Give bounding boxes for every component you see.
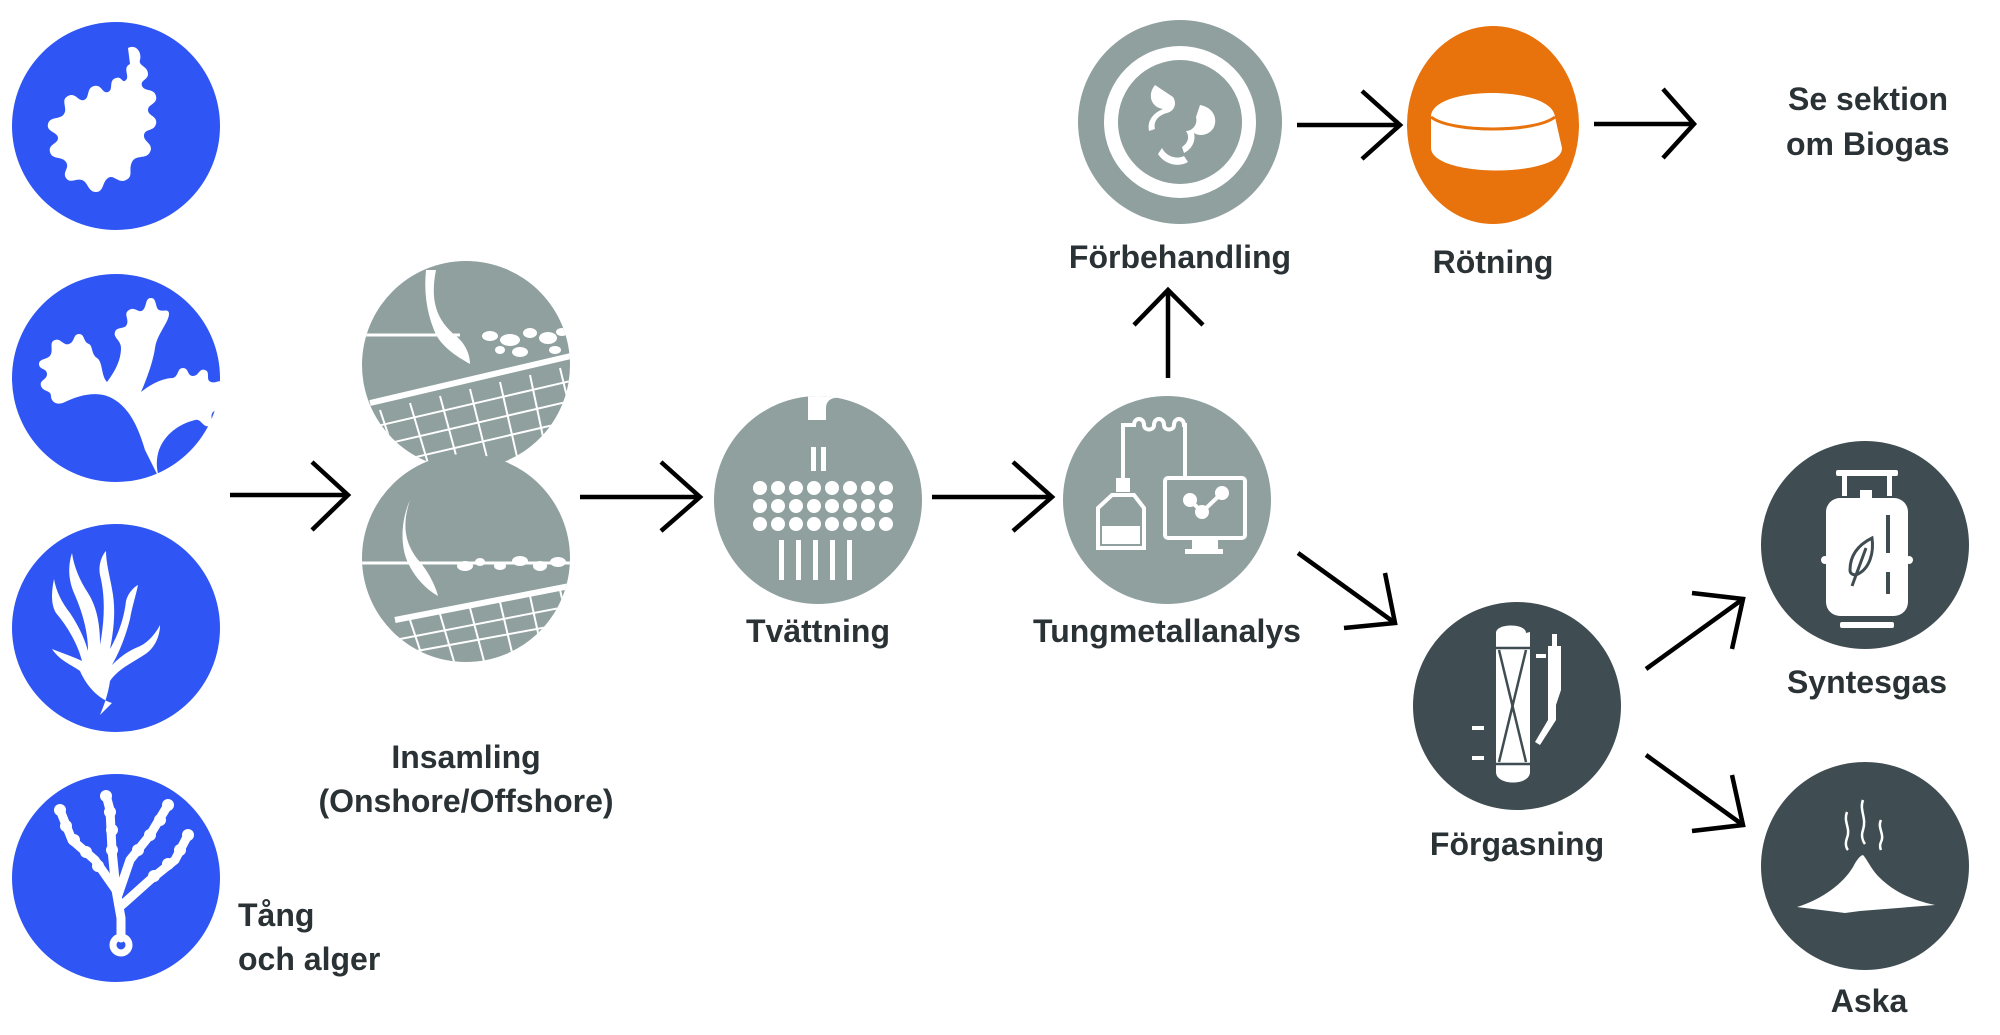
source-seaweed-2	[12, 274, 228, 482]
arrow-insamling-to-tvattning	[580, 460, 704, 533]
arrow-sources-to-insamling	[230, 460, 352, 532]
biogas-ref-label-line2: om Biogas	[1786, 126, 1950, 162]
flow-arrows	[230, 87, 1746, 834]
insamling-label-line2: (Onshore/Offshore)	[318, 783, 613, 819]
insamling-label-line1: Insamling	[391, 739, 540, 775]
step-syntesgas	[1761, 441, 1969, 649]
digester-tank-icon	[1430, 93, 1562, 171]
step-forgasning	[1413, 602, 1621, 810]
pretreatment-mixer-icon	[1118, 60, 1242, 184]
step-insamling	[362, 261, 570, 662]
aska-label: Aska	[1831, 983, 1908, 1019]
ash-pile-icon	[1797, 799, 1935, 913]
forbehandling-label: Förbehandling	[1069, 239, 1291, 275]
seaweed-branching-icon	[39, 298, 228, 482]
arrow-tungmetallanalys-to-forgasning	[1296, 551, 1398, 631]
source-circle	[12, 524, 220, 732]
seaweed-beads	[54, 790, 194, 882]
washing-shower-icon	[753, 396, 893, 580]
gasifier-reactor-icon	[1472, 625, 1561, 783]
step-forbehandling	[1078, 20, 1282, 224]
arrow-forbehandling-to-rotning	[1297, 89, 1404, 161]
step-aska	[1761, 762, 1969, 970]
insamling-offshore-circle	[362, 454, 570, 662]
tvattning-label: Tvättning	[746, 613, 890, 649]
arrow-rotning-to-biogas	[1594, 87, 1698, 160]
arrow-forgasning-to-syntesgas	[1644, 590, 1746, 671]
step-tungmetallanalys	[1063, 396, 1271, 604]
tungmetallanalys-label: Tungmetallanalys	[1033, 613, 1301, 649]
biogas-ref-label-line1: Se sektion	[1788, 81, 1948, 117]
seaweed-coralline-icon	[47, 46, 157, 193]
arrow-tungmetallanalys-to-forbehandling	[1132, 286, 1205, 378]
rotning-label: Rötning	[1433, 244, 1554, 280]
sources-label-line2: och alger	[238, 941, 380, 977]
arrow-tvattning-to-tungmetallanalys	[932, 460, 1056, 533]
shore-collection-onshore-icon	[362, 270, 570, 469]
forgasning-label: Förgasning	[1430, 826, 1604, 862]
syntesgas-label: Syntesgas	[1787, 664, 1947, 700]
source-seaweed-1	[12, 22, 220, 230]
arrow-forgasning-to-aska	[1644, 753, 1746, 834]
source-seaweed-3	[12, 524, 220, 732]
gas-cylinder-leaf-icon	[1821, 470, 1913, 628]
source-seaweed-4	[12, 774, 220, 982]
step-rotning	[1407, 26, 1579, 224]
sources-label-line1: Tång	[238, 897, 314, 933]
tvattning-circle	[714, 396, 922, 604]
lab-analysis-monitor-icon	[1096, 417, 1247, 554]
step-tvattning	[714, 396, 922, 604]
seaweed-kelp-icon	[52, 551, 160, 715]
